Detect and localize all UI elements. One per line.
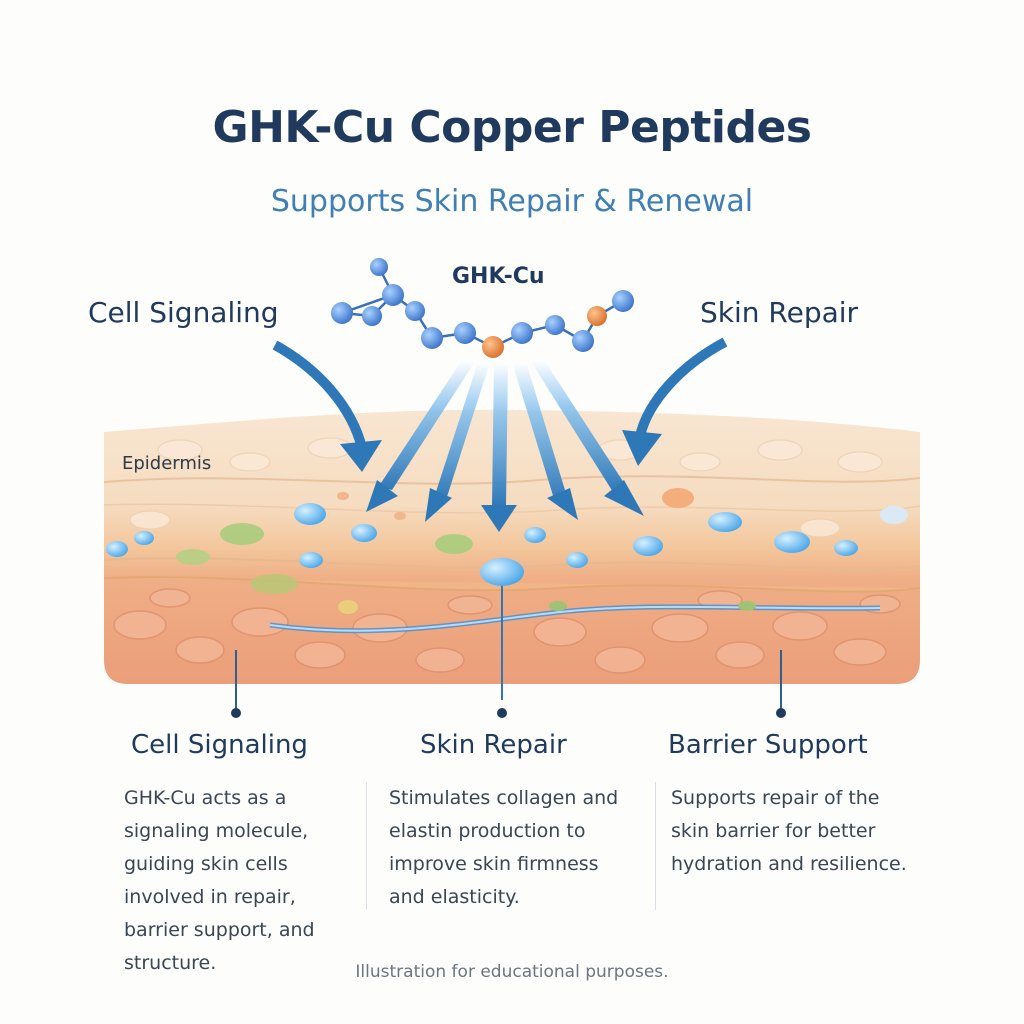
column-line: skin barrier for better <box>671 820 876 842</box>
ghk-cu-molecule <box>331 258 634 358</box>
column-heading-cell-signaling: Cell Signaling <box>131 730 308 760</box>
column-line: signaling molecule, <box>124 820 309 842</box>
side-label-right: Skin Repair <box>700 296 859 329</box>
footnote: Illustration for educational purposes. <box>355 962 669 982</box>
column-divider <box>655 782 656 910</box>
column-line: GHK-Cu acts as a <box>124 787 287 809</box>
column-line: and elasticity. <box>389 886 520 908</box>
pointer-dot-barrier-support <box>776 708 786 718</box>
column-line: structure. <box>124 952 217 974</box>
molecule-label: GHK-Cu <box>452 264 545 289</box>
column-text-cell-signaling: GHK-Cu acts as a signaling molecule, gui… <box>124 782 364 980</box>
peptide-arrows <box>366 360 644 532</box>
page-subtitle: Supports Skin Repair & Renewal <box>270 184 754 219</box>
layer-label-epidermis: Epidermis <box>122 453 212 474</box>
column-divider <box>366 782 367 910</box>
column-line: hydration and resilience. <box>671 853 907 875</box>
column-text-skin-repair: Stimulates collagen and elastin producti… <box>389 782 651 914</box>
column-line: involved in repair, <box>124 886 296 908</box>
side-label-left: Cell Signaling <box>88 296 279 329</box>
column-text-barrier-support: Supports repair of the skin barrier for … <box>671 782 951 881</box>
column-heading-barrier-support: Barrier Support <box>668 730 868 760</box>
column-line: guiding skin cells <box>124 853 288 875</box>
column-line: Supports repair of the <box>671 787 880 809</box>
column-line: improve skin firmness <box>389 853 599 875</box>
column-heading-skin-repair: Skin Repair <box>420 730 567 760</box>
column-line: barrier support, and <box>124 919 315 941</box>
page-title: GHK-Cu Copper Peptides <box>212 102 812 153</box>
side-arrows <box>272 337 728 472</box>
column-line: Stimulates collagen and <box>389 787 619 809</box>
pointer-dot-skin-repair <box>497 708 507 718</box>
column-line: elastin production to <box>389 820 586 842</box>
column-pointers <box>235 650 782 712</box>
pointer-dot-cell-signaling <box>231 708 241 718</box>
skin-cross-section <box>104 409 920 700</box>
skin-cells <box>106 488 908 614</box>
